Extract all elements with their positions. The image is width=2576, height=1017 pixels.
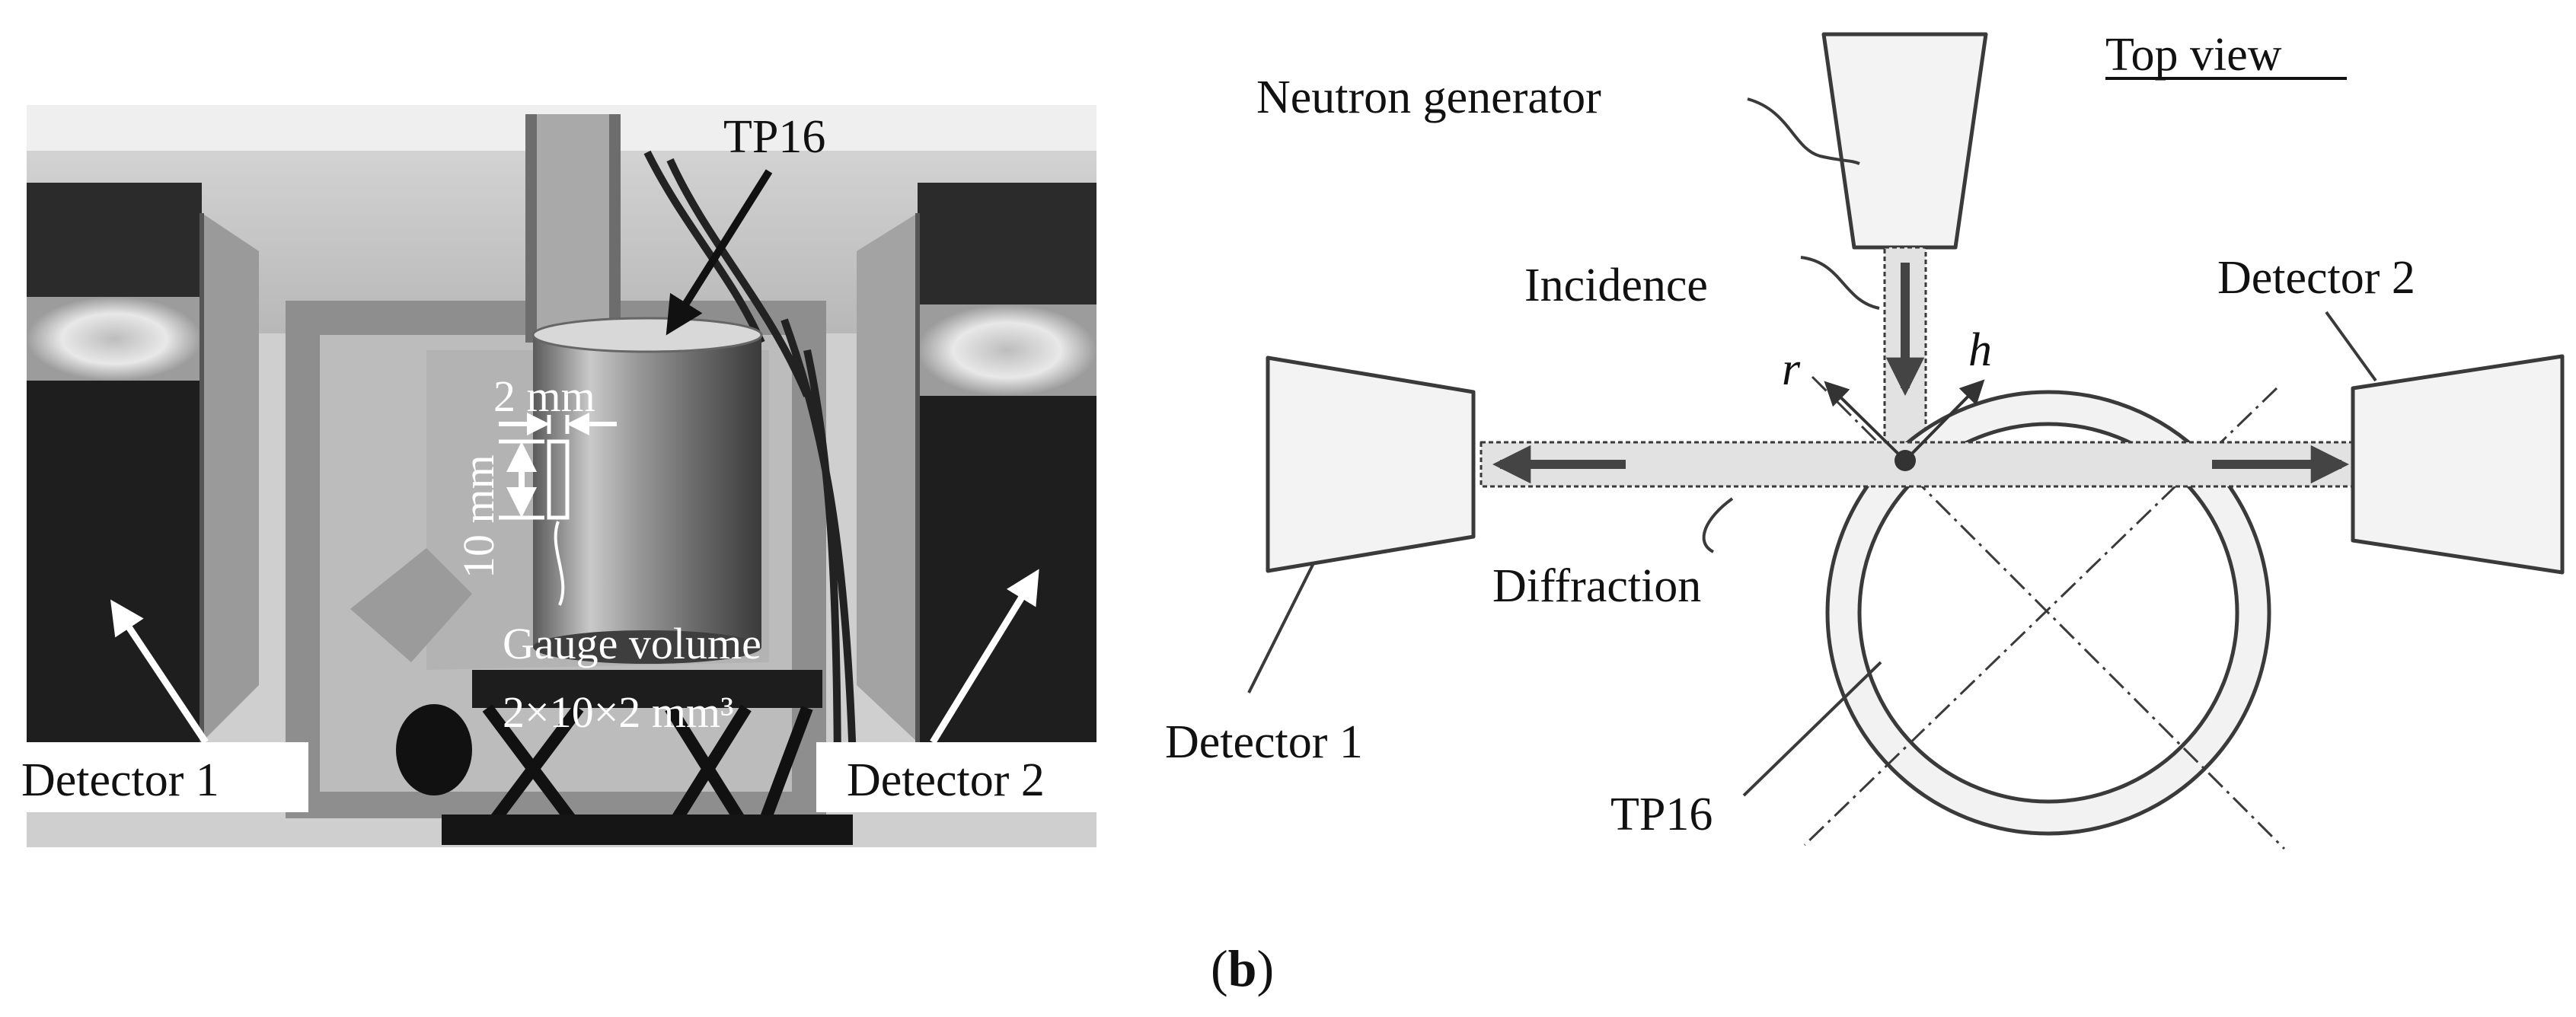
incidence-leader: [1800, 256, 1880, 310]
photo-label-gauge-volume: Gauge volume: [503, 619, 761, 668]
photo-detector-left: [27, 183, 259, 742]
detector-left-leader: [1247, 563, 1315, 693]
detector-right: [2351, 354, 2565, 575]
gauge-leader: [554, 521, 565, 606]
label-axis-r: r: [1782, 343, 1801, 395]
label-diffraction: Diffraction: [1492, 560, 1701, 612]
detector-left-pointer: [110, 599, 209, 744]
specimen-pointer-arrow: [666, 169, 773, 336]
label-detector-right: Detector 2: [2217, 252, 2415, 304]
label-incidence: Incidence: [1524, 260, 1708, 311]
photo-label-detector-left: Detector 1: [21, 754, 219, 806]
h-vector: [1904, 379, 1985, 462]
detector-right-pointer: [930, 569, 1039, 744]
specimen-leader: [1742, 661, 1882, 797]
photo-label-width-dim: 2 mm: [493, 371, 595, 421]
view-title: Top view: [2105, 29, 2282, 81]
r-vector: [1824, 381, 1907, 462]
photo-panel: TP16 2 mm 10 mm Gauge volume 2×10×2 mm³ …: [21, 105, 1096, 847]
label-axis-h: h: [1968, 324, 1992, 376]
neutron-generator-leader: [1747, 97, 1860, 165]
photo-label-gauge-size: 2×10×2 mm³: [503, 687, 734, 737]
panel-caption: (b): [1211, 939, 1274, 997]
neutron-generator: [1821, 32, 1988, 250]
label-detector-left: Detector 1: [1165, 716, 1363, 768]
detector-left-label-box: [27, 742, 308, 812]
gauge-volume-marker: [499, 413, 617, 606]
photo-specimen: [531, 317, 763, 664]
detector-right-leader: [2325, 311, 2377, 382]
detector-left: [1266, 355, 1476, 573]
diffraction-leader: [1702, 497, 1734, 553]
schematic-panel: Top view Neutron generator Incidence Dif…: [1165, 29, 2565, 850]
photo-detector-right: [857, 183, 1096, 742]
photo-label-detector-right: Detector 2: [847, 754, 1045, 806]
photo-label-specimen: TP16: [723, 111, 825, 163]
label-specimen: TP16: [1610, 789, 1713, 840]
label-neutron-generator: Neutron generator: [1256, 72, 1601, 123]
detector-right-label-box: [816, 742, 1096, 812]
photo-label-height-dim: 10 mm: [454, 454, 503, 579]
cables: [643, 150, 857, 800]
hexapod-stage: [350, 548, 853, 845]
